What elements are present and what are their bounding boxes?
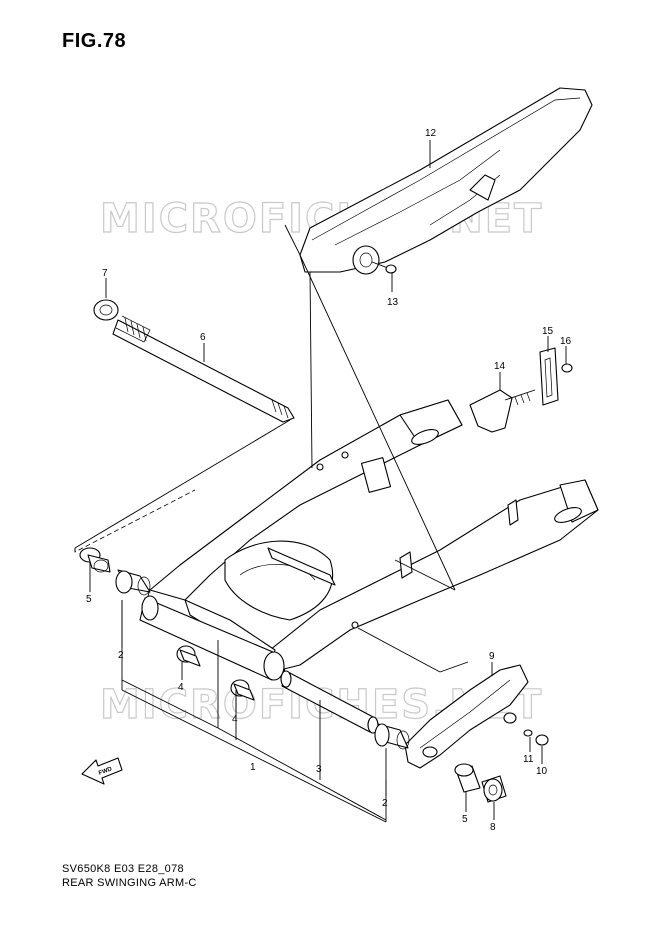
bearing-2-right[interactable]	[374, 723, 410, 750]
bushing-5-left[interactable]	[79, 547, 111, 573]
chain-guide-block[interactable]	[539, 347, 559, 406]
forward-arrow-icon: FWD	[81, 757, 123, 785]
callout-7[interactable]: 7	[102, 268, 108, 279]
callout-3[interactable]: 3	[316, 764, 322, 775]
caption-model-code: SV650K8 E03 E28_078	[62, 863, 184, 875]
spacer-pipe[interactable]	[280, 670, 379, 734]
callout-12[interactable]: 12	[425, 128, 437, 139]
callout-10[interactable]: 10	[536, 766, 548, 777]
figure-title: FIG.78	[62, 30, 127, 52]
chain-case[interactable]	[299, 87, 593, 275]
chain-guard[interactable]	[404, 664, 529, 769]
callout-11[interactable]: 11	[523, 754, 534, 765]
bushing-5-right[interactable]	[454, 763, 481, 793]
washer-11[interactable]	[523, 729, 533, 737]
callout-13[interactable]: 13	[387, 297, 399, 308]
callout-1[interactable]: 1	[250, 762, 256, 773]
callout-8[interactable]: 8	[490, 822, 496, 833]
callout-2-right[interactable]: 2	[382, 798, 388, 809]
bearing-4-lower[interactable]	[230, 679, 255, 701]
callout-14[interactable]: 14	[494, 361, 506, 372]
callout-5-right[interactable]: 5	[462, 814, 468, 825]
bolt-13[interactable]	[371, 261, 397, 274]
callout-6[interactable]: 6	[200, 332, 206, 343]
callout-4-lower[interactable]: 4	[232, 714, 238, 725]
callout-4-upper[interactable]: 4	[178, 682, 184, 693]
callout-16[interactable]: 16	[560, 336, 572, 347]
bearing-2-left[interactable]	[115, 569, 151, 596]
callout-2-left[interactable]: 2	[118, 650, 124, 661]
callout-5-left[interactable]: 5	[86, 594, 92, 605]
pivot-shaft[interactable]	[112, 315, 295, 423]
caption-part-name: REAR SWINGING ARM-C	[62, 877, 197, 889]
bolt-16[interactable]	[561, 363, 573, 373]
callout-9[interactable]: 9	[489, 651, 495, 662]
bolt-10[interactable]	[535, 734, 549, 746]
bearing-4-upper[interactable]	[176, 645, 201, 667]
swingarm[interactable]	[139, 399, 599, 681]
fwd-label: FWD	[98, 766, 114, 777]
pivot-nut[interactable]	[93, 299, 119, 321]
callout-15[interactable]: 15	[542, 326, 554, 337]
chain-adjuster[interactable]	[469, 389, 536, 433]
nut-8[interactable]	[481, 775, 507, 803]
